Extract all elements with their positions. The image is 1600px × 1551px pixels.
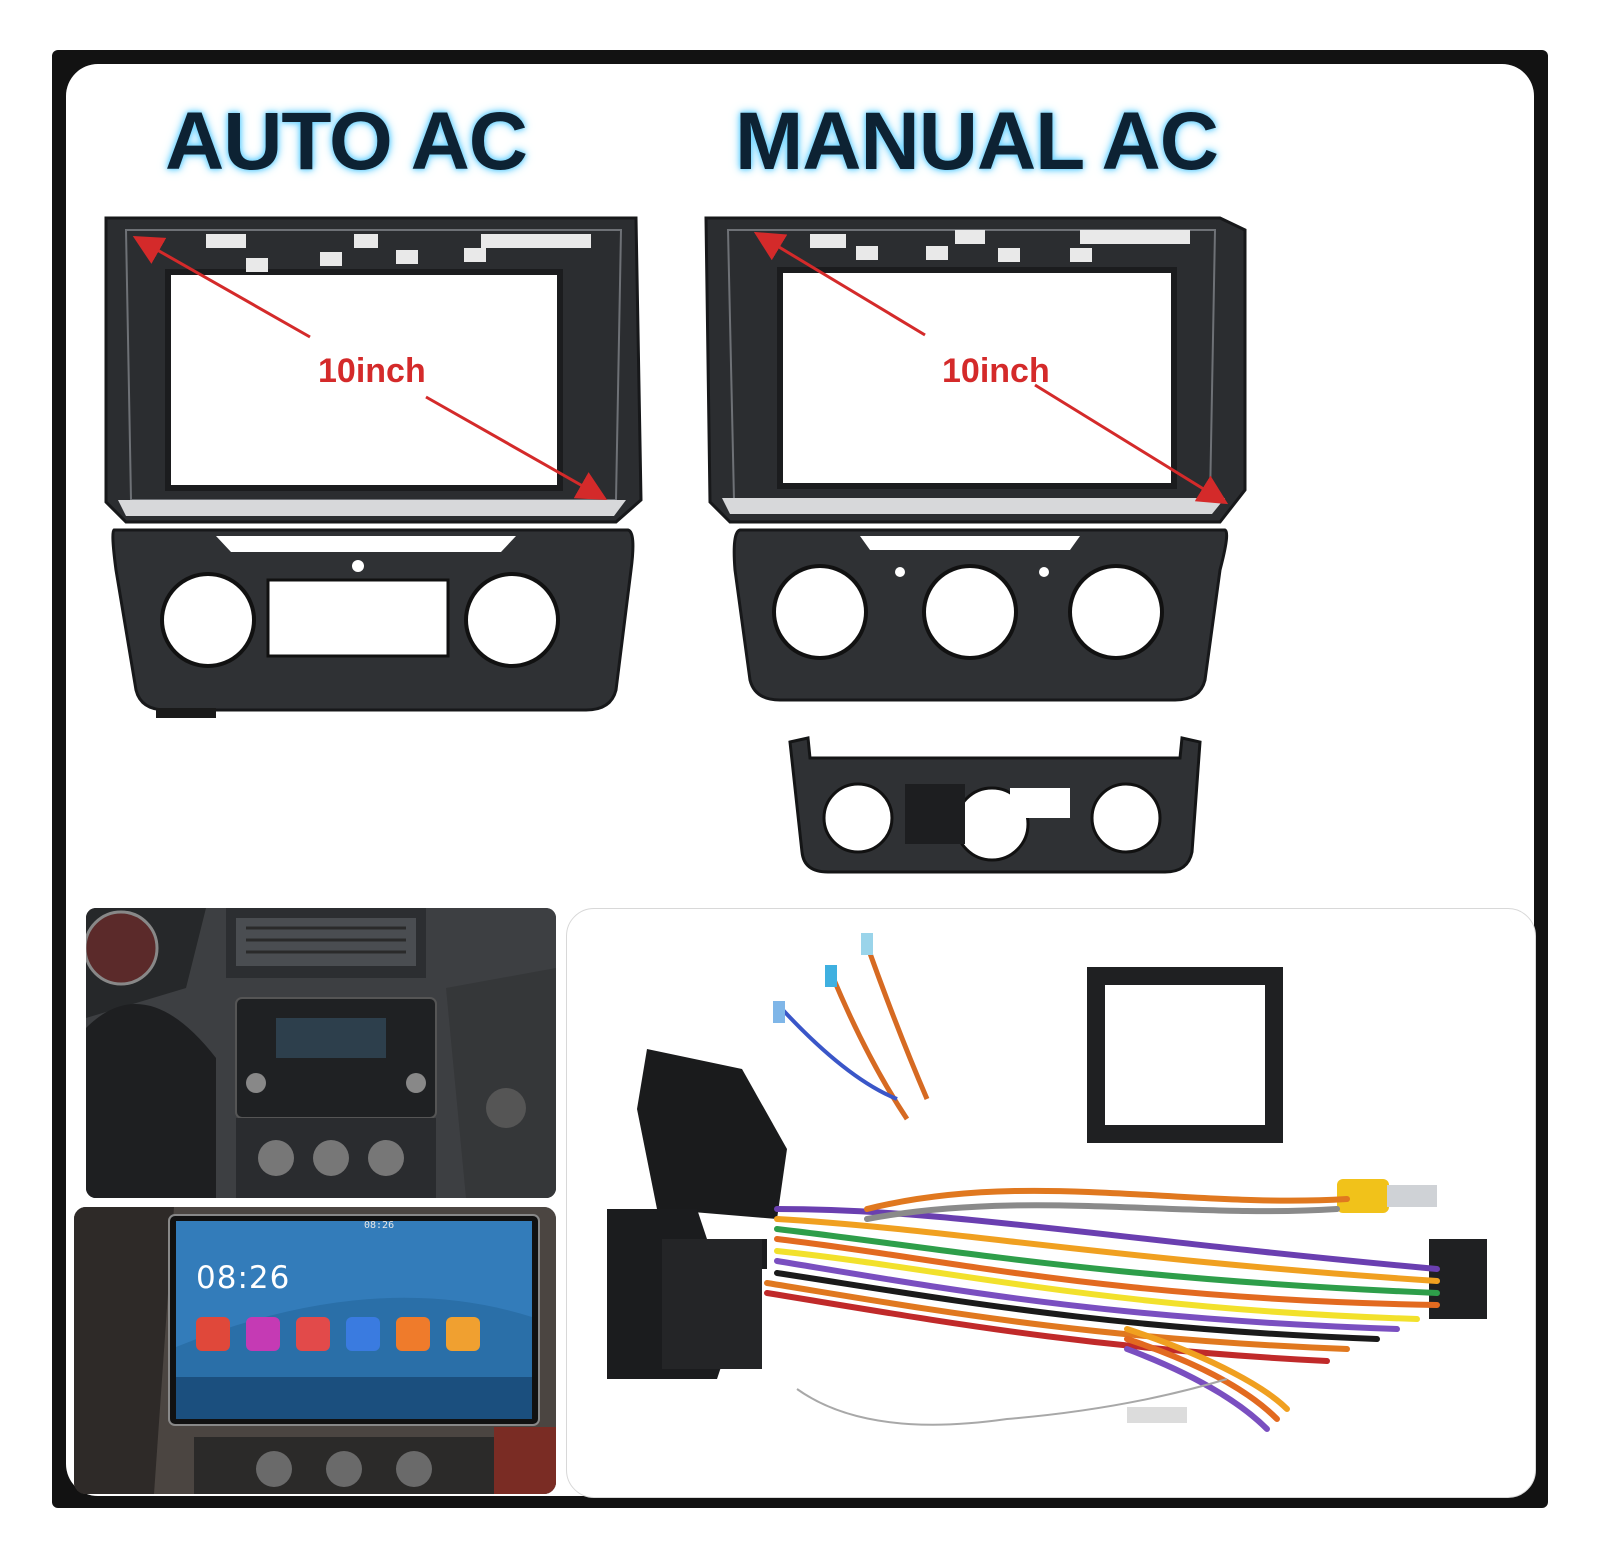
harness-illustration — [607, 933, 1487, 1432]
auto-ac-size-label: 10inch — [318, 352, 426, 390]
manual-ac-diagonal-arrow — [753, 231, 1229, 505]
manual-ac-frame — [704, 216, 1247, 702]
auto-ac-frame — [104, 216, 643, 718]
manual-ac-heading: MANUAL AC — [735, 96, 1219, 187]
manual-ac-size-label: 10inch — [942, 352, 1050, 390]
auto-ac-diagonal-arrow — [132, 236, 608, 500]
original-dashboard-photo — [86, 908, 556, 1198]
wiring-harness-photo — [566, 908, 1536, 1498]
auto-ac-heading: AUTO AC — [165, 96, 528, 187]
head-unit-status-time: 08:26 — [364, 1220, 395, 1231]
head-unit-clock: 08:26 — [196, 1260, 291, 1296]
head-unit-illustration — [74, 1207, 556, 1494]
installed-head-unit-photo: 08:26 08:26 — [74, 1207, 556, 1494]
manual-ac-trim-piece — [788, 736, 1202, 874]
dashboard-illustration — [86, 908, 556, 1198]
